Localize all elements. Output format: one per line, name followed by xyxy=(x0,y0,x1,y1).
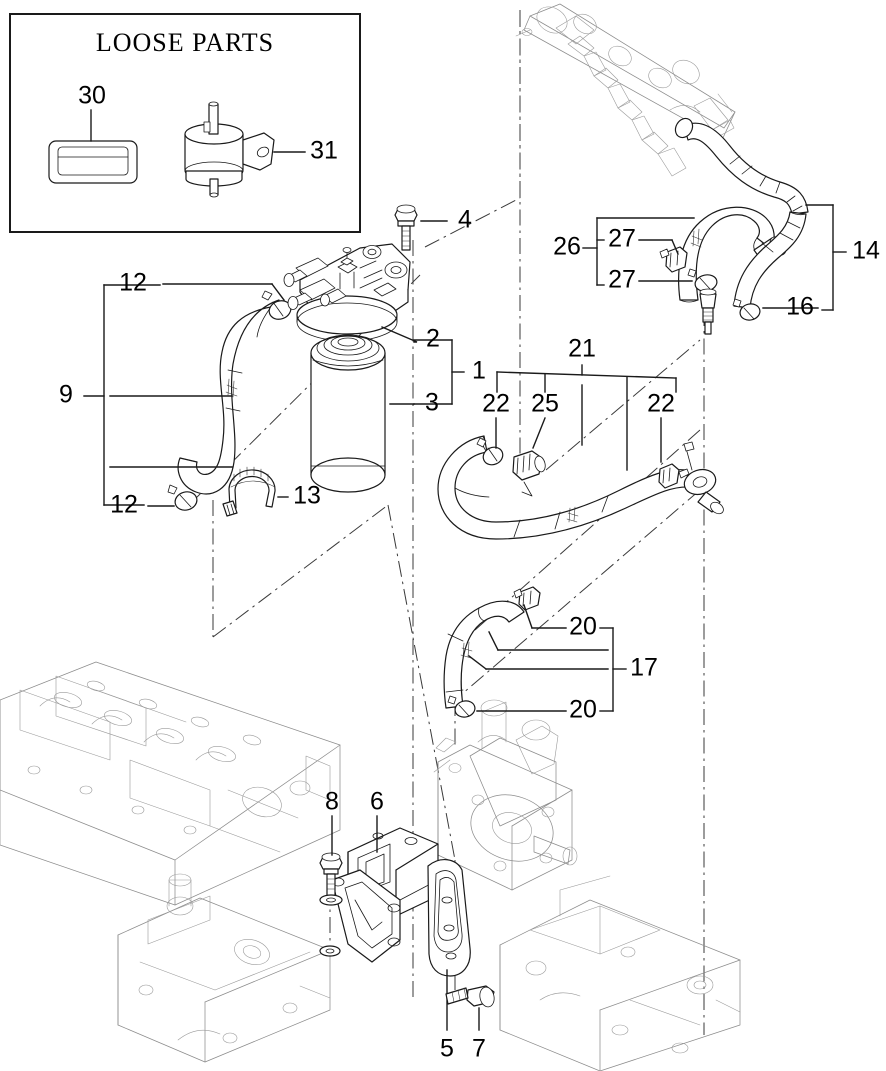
label-14: 14 xyxy=(852,237,880,265)
phantom-diag-e xyxy=(212,504,389,638)
label-25: 25 xyxy=(531,390,559,418)
label-22-left: 22 xyxy=(482,390,510,418)
label-30: 30 xyxy=(78,82,106,110)
ghost-cylinder-head xyxy=(0,661,341,906)
clamp-12-lower xyxy=(167,484,198,511)
part-7-bolt xyxy=(445,985,495,1031)
return-nipple xyxy=(699,288,717,335)
label-5: 5 xyxy=(440,1035,454,1063)
label-12-low: 12 xyxy=(110,491,138,519)
callout-bracket-9 xyxy=(83,283,285,507)
label-17: 17 xyxy=(630,654,658,682)
filter-head-ports xyxy=(283,247,397,310)
callout-bracket-26 xyxy=(582,217,695,286)
part-2-filter-head xyxy=(283,243,418,343)
label-16: 16 xyxy=(786,293,814,321)
callout-bracket-1 xyxy=(413,339,465,405)
clamp-16 xyxy=(732,298,761,321)
connector-25 xyxy=(512,450,546,497)
clamp-22-left xyxy=(476,437,504,466)
label-26: 26 xyxy=(553,233,581,261)
label-6: 6 xyxy=(370,788,384,816)
label-21: 21 xyxy=(568,335,596,363)
part-6-pump-bracket xyxy=(331,815,439,963)
part-31-regulator xyxy=(184,101,306,198)
part-4-bolt xyxy=(394,204,448,251)
hose-end-fitting-right xyxy=(683,441,724,515)
label-27-up: 27 xyxy=(608,225,636,253)
phantom-diag-a xyxy=(424,197,521,248)
label-20-up: 20 xyxy=(569,613,597,641)
label-31: 31 xyxy=(310,137,338,165)
label-2: 2 xyxy=(426,325,440,353)
part-13-band-clamp xyxy=(222,466,289,517)
label-9: 9 xyxy=(59,381,73,409)
clamp-27-lower xyxy=(687,268,718,292)
label-1: 1 xyxy=(472,357,486,385)
phantom-diag-f xyxy=(387,504,456,861)
clamp-20-lower xyxy=(447,695,476,718)
ghost-intake-manifold-left xyxy=(117,873,331,1063)
part-8-bolt xyxy=(319,815,343,957)
ghost-intake-manifold-right xyxy=(499,875,741,1071)
part-3-filter-cartridge xyxy=(310,334,415,493)
label-12-up: 12 xyxy=(119,269,147,297)
label-7: 7 xyxy=(472,1035,486,1063)
label-13: 13 xyxy=(293,482,321,510)
callout-labels: 4 2 3 1 12 9 12 13 22 25 21 22 26 27 27 … xyxy=(59,206,880,1063)
loose-parts-frame xyxy=(9,13,361,233)
label-20-low: 20 xyxy=(569,696,597,724)
part-21-fuel-hose xyxy=(437,435,724,540)
callout-bracket-14 xyxy=(762,204,847,311)
callout-bracket-17 xyxy=(468,604,627,712)
label-8: 8 xyxy=(325,788,339,816)
clamp-27-upper xyxy=(659,246,688,273)
ghost-fuel-rail xyxy=(515,3,736,177)
clamp-22-right xyxy=(658,463,690,489)
part-14-return-line xyxy=(699,211,807,335)
injector-return-line xyxy=(674,117,809,215)
label-22-right: 22 xyxy=(647,390,675,418)
label-3: 3 xyxy=(425,389,439,417)
phantom-diag-k xyxy=(545,339,701,471)
phantom-diag-j xyxy=(474,429,701,631)
callout-bracket-21 xyxy=(495,364,677,471)
loose-parts-box: LOOSE PARTS 30 31 xyxy=(9,13,361,233)
phantom-diag-h xyxy=(454,489,701,701)
label-27-low: 27 xyxy=(608,266,636,294)
part-30-gasket xyxy=(48,109,138,184)
loose-parts-title: LOOSE PARTS xyxy=(96,28,274,57)
label-4: 4 xyxy=(458,206,472,234)
